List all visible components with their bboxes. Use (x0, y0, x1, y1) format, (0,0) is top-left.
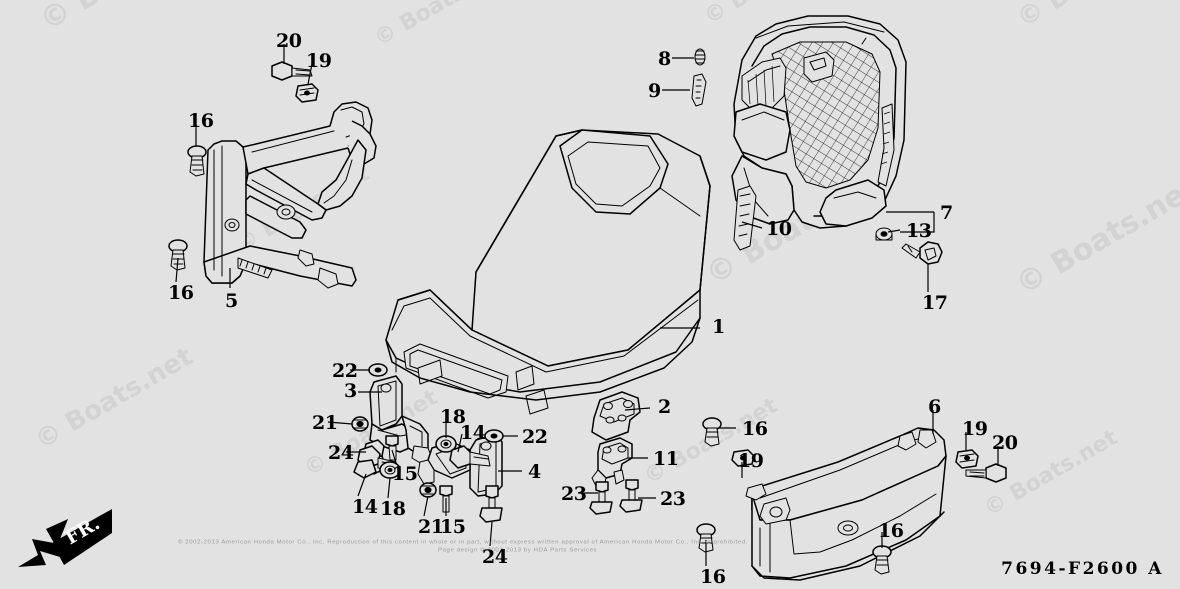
callout-24a: 24 (328, 442, 354, 464)
fastener-21a (351, 416, 369, 432)
leader-13 (887, 229, 901, 233)
fastener-20b (965, 463, 1007, 483)
callout-15b: 15 (440, 516, 466, 538)
callout-14b: 14 (352, 496, 378, 518)
fastener-20a (271, 61, 313, 81)
small-parts-rear (691, 48, 943, 265)
callout-20b: 20 (992, 432, 1018, 454)
callout-16e: 16 (700, 566, 726, 588)
fastener-15b (439, 485, 453, 513)
callout-7: 7 (940, 202, 953, 224)
leader-24b (489, 521, 493, 547)
callout-18b: 18 (380, 498, 406, 520)
callout-24b: 24 (482, 546, 508, 568)
fastener-14a (449, 445, 491, 469)
leader-18b (387, 477, 391, 499)
part-1-engine-cover (385, 129, 711, 415)
fastener-22b (484, 429, 504, 443)
callout-16a: 16 (188, 110, 214, 132)
callout-17: 17 (922, 292, 948, 314)
fastener-19a (295, 83, 319, 103)
copyright-line-1: © 2002-2013 American Honda Motor Co., In… (178, 540, 749, 546)
fastener-18a (435, 435, 457, 453)
fastener-16c (702, 417, 722, 447)
leader-21b (423, 495, 429, 517)
fastener-23a (589, 481, 613, 515)
callout-18a: 18 (440, 406, 466, 428)
leader-10 (741, 221, 763, 229)
callout-16c: 16 (742, 418, 768, 440)
fastener-19c (955, 449, 979, 469)
callout-16b: 16 (168, 282, 194, 304)
callout-21a: 21 (312, 412, 338, 434)
callout-15a: 15 (392, 463, 418, 485)
leader-2 (624, 407, 651, 411)
fastener-16b (168, 239, 188, 271)
callout-16d: 16 (878, 520, 904, 542)
leader-14b (357, 473, 367, 497)
callout-23b: 23 (660, 488, 686, 510)
fastener-16e (696, 523, 716, 553)
part-11-bracket-hook (591, 437, 633, 487)
leader-15a (391, 449, 397, 464)
callout-19c: 19 (962, 418, 988, 440)
callout-1: 1 (712, 316, 725, 338)
callout-14a: 14 (460, 422, 486, 444)
callout-22a: 22 (332, 360, 358, 382)
part-7-rear-cover-grille (731, 15, 907, 229)
callout-21b: 21 (418, 516, 444, 538)
leader-21a (327, 421, 353, 425)
fastener-19b (731, 449, 755, 467)
part-number-label: 7694-F2600 A (1001, 559, 1164, 579)
fastener-16d (872, 545, 892, 575)
callout-19a: 19 (306, 50, 332, 72)
callout-leader-lines (175, 44, 999, 566)
front-direction-arrow: FR. (18, 509, 112, 567)
leader-14a (457, 433, 463, 453)
fastener-24b (479, 485, 503, 523)
copyright-line-2: Page design © 2002-2013 by HDA Parts Ser… (438, 548, 598, 554)
part-3-bracket-left (369, 375, 433, 465)
fastener-21b (419, 482, 437, 498)
leader-16b (175, 257, 179, 283)
callout-20a: 20 (276, 30, 302, 52)
callout-2: 2 (658, 396, 671, 418)
callout-10: 10 (766, 218, 792, 240)
callout-9: 9 (648, 80, 661, 102)
leader-bracket-7 (900, 212, 935, 233)
fastener-23b (619, 479, 643, 513)
callout-5: 5 (225, 290, 238, 312)
callout-3: 3 (344, 380, 357, 402)
part-6-side-cover-right (745, 427, 947, 581)
fastener-22a (368, 363, 388, 377)
callout-8: 8 (658, 48, 671, 70)
callout-23a: 23 (561, 483, 587, 505)
callout-11: 11 (653, 448, 679, 470)
leader-19a (307, 63, 313, 85)
callout-4: 4 (528, 461, 541, 483)
callout-6: 6 (928, 396, 941, 418)
callout-13: 13 (906, 220, 932, 242)
fastener-16a (187, 145, 207, 177)
callout-19b: 19 (738, 450, 764, 472)
callout-22b: 22 (522, 426, 548, 448)
part-5-side-cover-left (203, 101, 377, 289)
part-2-bracket-upper (591, 391, 641, 441)
